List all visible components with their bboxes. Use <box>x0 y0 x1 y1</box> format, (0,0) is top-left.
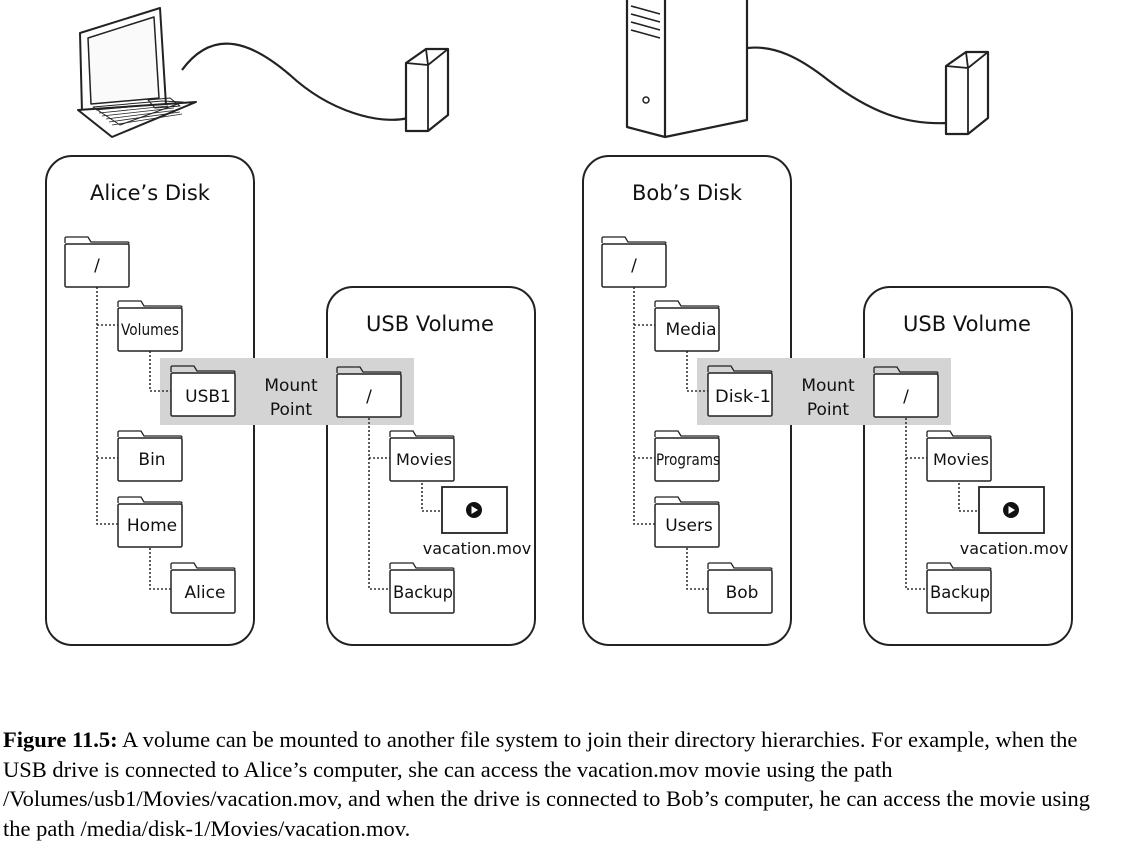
file-vacation-mov[interactable]: vacation.mov <box>423 486 531 558</box>
folder-programs[interactable]: Programs <box>654 430 720 482</box>
folder-label: Users <box>665 516 713 536</box>
folder-label: Bin <box>138 450 165 470</box>
folder-label: Bob <box>726 583 759 603</box>
folder-users[interactable]: Users <box>654 496 720 548</box>
usb-volume-title: USB Volume <box>366 312 494 336</box>
mount-band-gap <box>254 360 327 423</box>
laptop-icon <box>77 7 197 138</box>
folder-movies[interactable]: Movies <box>389 430 455 482</box>
mount-diagram: Alice’s Disk USB Volume Mount Point / Vo… <box>45 0 1073 646</box>
folder-usb-root[interactable]: / <box>336 366 402 418</box>
folder-home[interactable]: Home <box>117 496 183 548</box>
folder-label: Backup <box>930 583 990 603</box>
folder-label: Volumes <box>121 320 179 339</box>
folder-label: / <box>366 387 372 407</box>
usb-drive-icon <box>404 47 450 133</box>
folder-root[interactable]: / <box>601 236 667 288</box>
mount-label-line1: Mount <box>264 376 318 396</box>
figure-label: Figure 11.5: <box>3 727 118 752</box>
folder-media[interactable]: Media <box>654 300 720 352</box>
disk-title: Bob’s Disk <box>632 181 743 205</box>
tree-connectors <box>96 287 443 590</box>
mount-label-line2: Point <box>270 400 313 420</box>
folder-root[interactable]: / <box>64 236 130 288</box>
folder-label: Home <box>127 516 177 536</box>
mount-band-gap <box>791 360 864 423</box>
folder-label: Alice <box>185 583 226 603</box>
folder-disk-1[interactable]: Disk-1 <box>707 365 773 417</box>
folder-label: / <box>94 256 100 276</box>
cable <box>747 46 949 125</box>
folder-label: / <box>903 387 909 407</box>
folder-alice[interactable]: Alice <box>170 562 236 614</box>
folder-label: Movies <box>933 450 989 469</box>
folder-usb1[interactable]: USB1 <box>170 365 236 417</box>
file-vacation-mov[interactable]: vacation.mov <box>960 486 1068 558</box>
file-name: vacation.mov <box>423 539 531 558</box>
mount-label-line2: Point <box>807 400 850 420</box>
folder-bob[interactable]: Bob <box>707 562 773 614</box>
mount-label-line1: Mount <box>801 376 855 396</box>
folder-bin[interactable]: Bin <box>117 430 183 482</box>
folder-label: Programs <box>656 450 720 469</box>
folder-volumes[interactable]: Volumes <box>117 300 183 352</box>
desktop-tower-icon <box>625 0 749 139</box>
folder-backup[interactable]: Backup <box>926 562 992 614</box>
tree-connectors <box>633 287 980 590</box>
folder-label: Movies <box>396 450 452 469</box>
caption-text: A volume can be mounted to another file … <box>3 727 1090 841</box>
folder-label: Disk-1 <box>715 387 771 407</box>
cable <box>181 42 409 121</box>
folder-movies[interactable]: Movies <box>926 430 992 482</box>
folder-label: Media <box>665 320 716 340</box>
usb-volume-title: USB Volume <box>903 312 1031 336</box>
figure-caption: Figure 11.5: A volume can be mounted to … <box>3 725 1113 843</box>
usb-drive-icon <box>944 50 990 136</box>
folder-label: USB1 <box>185 387 231 407</box>
folder-usb-root[interactable]: / <box>873 366 939 418</box>
disk-title: Alice’s Disk <box>90 181 211 205</box>
folder-label: / <box>631 256 637 276</box>
file-name: vacation.mov <box>960 539 1068 558</box>
folder-backup[interactable]: Backup <box>389 562 455 614</box>
folder-label: Backup <box>393 583 453 603</box>
